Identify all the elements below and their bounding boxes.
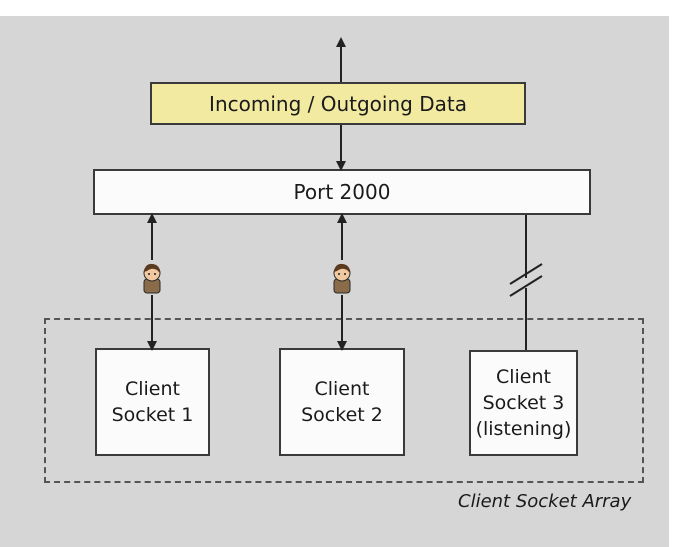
client-socket-1-box: Client Socket 1 (95, 348, 210, 456)
client-socket-array-outline (44, 318, 644, 483)
client-2-line1: Client (314, 378, 370, 400)
right-margin (669, 0, 685, 547)
top-margin (0, 0, 685, 16)
incoming-outgoing-data-box: Incoming / Outgoing Data (150, 82, 526, 125)
client-socket-2-box: Client Socket 2 (279, 348, 405, 456)
connection-break-mark-2 (509, 275, 543, 297)
data-box-label: Incoming / Outgoing Data (209, 91, 467, 116)
client-3-line3: (listening) (475, 418, 572, 440)
client-2-line2: Socket 2 (301, 404, 383, 426)
client-socket-3-box: Client Socket 3 (listening) (469, 350, 578, 456)
user-icon (143, 263, 161, 294)
client-socket-array-label: Client Socket Array (458, 491, 632, 512)
client-1-line2: Socket 1 (111, 404, 194, 426)
client-3-line2: Socket 3 (482, 392, 565, 414)
client-3-line1: Client (495, 366, 551, 388)
port-label: Port 2000 (293, 180, 391, 204)
client-1-line1: Client (124, 378, 180, 400)
user-icon (333, 263, 351, 294)
connection-break-mark-1 (509, 263, 543, 285)
